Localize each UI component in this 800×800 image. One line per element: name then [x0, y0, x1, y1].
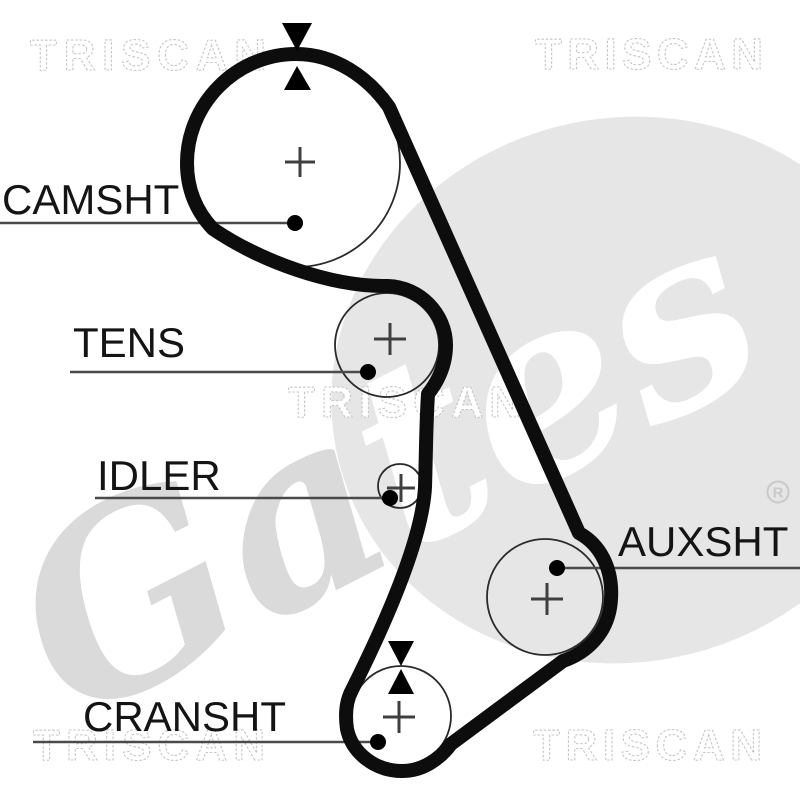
- aux-shaft-label: AUXSHT: [618, 518, 788, 565]
- crankshaft-timing-mark-arrows: [388, 641, 414, 694]
- crankshaft-leader: [33, 734, 386, 750]
- aux-shaft-leader-dot: [549, 560, 565, 576]
- crankshaft-arrow-up-icon: [388, 669, 414, 694]
- aux-shaft-pulley-circle: [486, 538, 604, 656]
- idler-leader: [95, 490, 398, 506]
- crankshaft-center-cross: [383, 701, 415, 733]
- aux-shaft-center-cross: [531, 583, 563, 615]
- idler-leader-dot: [382, 490, 398, 506]
- tensioner-center-cross: [374, 323, 406, 355]
- camshaft-center-cross: [285, 147, 315, 177]
- crankshaft-arrow-down-icon: [388, 641, 414, 666]
- camshaft-timing-mark-arrows: [282, 23, 312, 90]
- idler-center-cross: [387, 474, 415, 502]
- camshaft-arrow-up-icon: [284, 66, 311, 90]
- camshaft-arrow-down-icon: [282, 23, 312, 51]
- tensioner-leader-dot: [360, 364, 376, 380]
- triscan-watermark-bottom-left: TRISCAN: [33, 721, 265, 770]
- camshaft-leader-dot: [287, 215, 303, 231]
- camshaft-leader: [0, 215, 303, 231]
- svg-text:R: R: [773, 485, 784, 502]
- registered-trademark-icon: R: [766, 480, 790, 504]
- triscan-watermark-bottom-right: TRISCAN: [533, 721, 762, 770]
- triscan-watermark-top-left: TRISCAN: [30, 31, 266, 80]
- idler-label: IDLER: [97, 452, 221, 499]
- crankshaft-leader-dot: [370, 734, 386, 750]
- tensioner-label: TENS: [73, 319, 185, 366]
- triscan-watermark-top-right: TRISCAN: [535, 30, 763, 79]
- camshaft-label: CAMSHT: [2, 176, 179, 223]
- triscan-watermark-middle: TRISCAN: [288, 378, 521, 427]
- aux-shaft-leader: [549, 560, 800, 576]
- timing-belt-path: [180, 47, 619, 778]
- tensioner-leader: [70, 364, 376, 380]
- gates-oval: [331, 116, 800, 664]
- crankshaft-label: CRANSHT: [83, 693, 286, 740]
